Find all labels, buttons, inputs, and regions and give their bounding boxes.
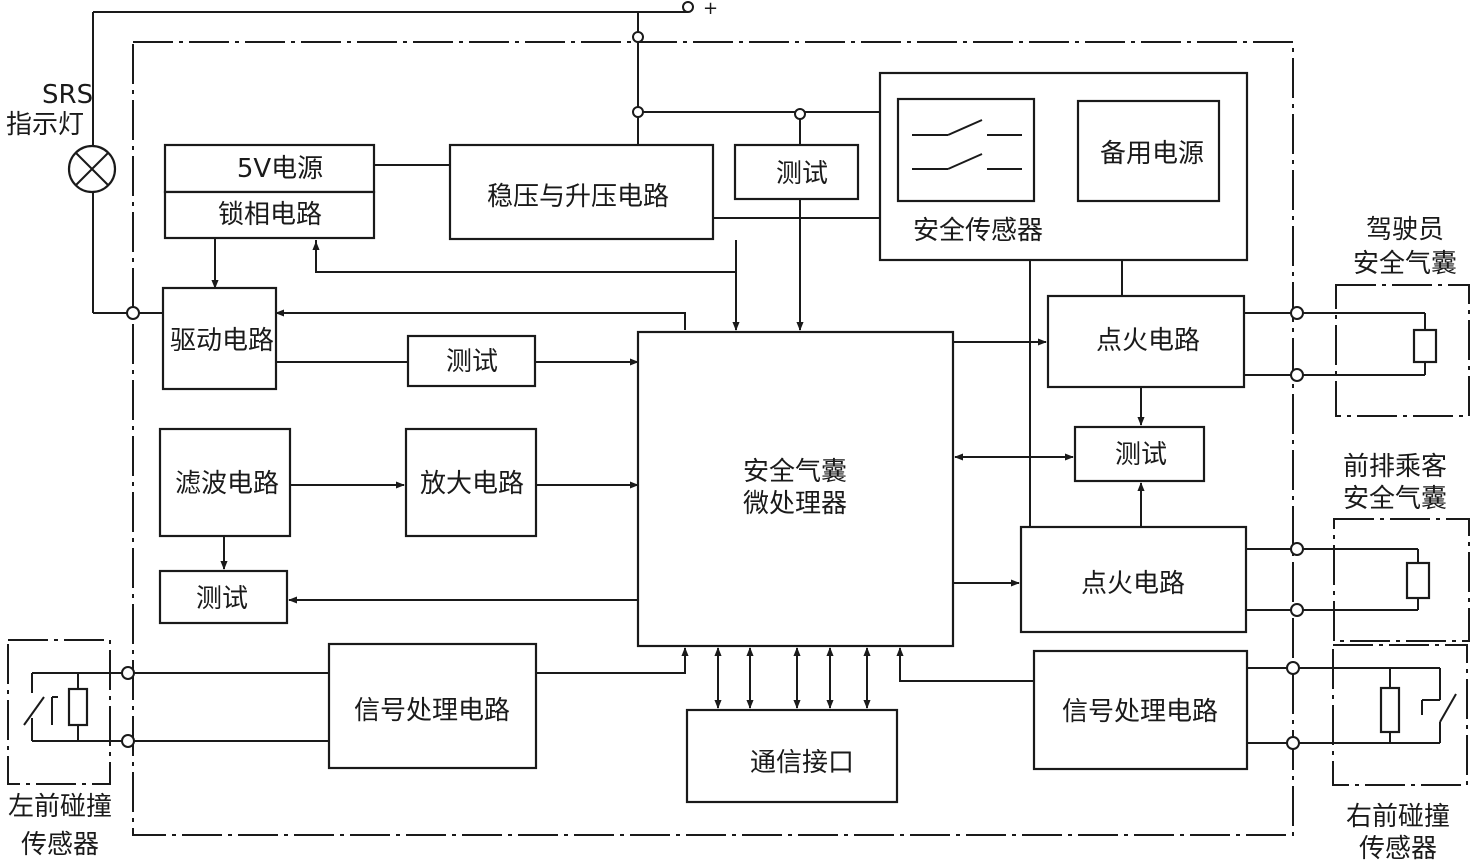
passenger-airbag-box <box>1333 518 1470 642</box>
junction-node <box>1290 603 1304 617</box>
comm-bus-arrows <box>714 647 871 709</box>
module-enclosure <box>132 41 1294 836</box>
ignition-lower-label: 点火电路 <box>1081 569 1185 599</box>
regulator-box <box>448 143 715 241</box>
signal-right-label: 信号处理电路 <box>1062 697 1218 727</box>
power-5v-label: 5V电源 <box>237 154 323 184</box>
test-ignition-box <box>1073 425 1206 483</box>
airbag-mcu-label-2: 微处理器 <box>743 489 847 519</box>
test-top-box <box>733 143 860 201</box>
airbag-mcu-label-1: 安全气囊 <box>743 457 847 487</box>
srs-lamp-label: 指示灯 <box>6 110 84 140</box>
ignition-upper-label: 点火电路 <box>1096 326 1200 356</box>
right-crash-sensor-icon <box>1299 667 1457 744</box>
ignition-lower-box <box>1019 525 1248 634</box>
junction-node <box>1286 736 1300 750</box>
plus-label: + <box>703 0 718 19</box>
driver-circuit-label: 驱动电路 <box>170 326 274 356</box>
safety-sensor-label: 安全传感器 <box>913 216 1043 246</box>
junction-node <box>121 734 135 748</box>
filter-circuit-box <box>158 427 292 538</box>
junction-node <box>126 306 140 320</box>
regulator-label: 稳压与升压电路 <box>487 182 669 212</box>
amplifier-circuit-box <box>404 427 538 538</box>
test-driver-label: 测试 <box>446 347 498 377</box>
signal-left-label: 信号处理电路 <box>354 696 510 726</box>
ignition-upper-box <box>1046 294 1246 389</box>
junction-node <box>1290 542 1304 556</box>
right-crash-sensor-label-1: 右前碰撞 <box>1346 802 1450 832</box>
passenger-airbag-squib-icon <box>1405 561 1431 600</box>
junction-node <box>1286 661 1300 675</box>
backup-power-label: 备用电源 <box>1100 139 1204 169</box>
left-crash-sensor-label-2: 传感器 <box>21 830 99 860</box>
comm-interface-label: 通信接口 <box>750 748 854 778</box>
test-top-label: 测试 <box>776 159 828 189</box>
srs-lamp-icon <box>67 144 117 194</box>
test-filter-label: 测试 <box>196 584 248 614</box>
junction-node <box>1290 306 1304 320</box>
plus-terminal-node <box>682 1 694 13</box>
junction-node <box>632 31 644 43</box>
signal-left-box <box>327 642 538 770</box>
safety-switch-box <box>896 97 1036 203</box>
passenger-airbag-label-2: 安全气囊 <box>1343 484 1447 514</box>
switch-contacts-icon <box>912 119 1022 170</box>
pll-label: 锁相电路 <box>218 200 322 230</box>
left-crash-sensor-label-1: 左前碰撞 <box>8 792 112 822</box>
left-crash-sensor-box <box>7 639 111 785</box>
driver-airbag-squib-icon <box>1412 328 1438 364</box>
driver-airbag-box <box>1335 284 1470 417</box>
srs-label: SRS <box>42 80 93 110</box>
filter-circuit-label: 滤波电路 <box>175 469 279 499</box>
driver-circuit-box <box>161 286 278 391</box>
signal-right-box <box>1032 649 1249 771</box>
test-ignition-label: 测试 <box>1115 440 1167 470</box>
junction-node <box>121 666 135 680</box>
comm-interface-box <box>685 708 899 804</box>
driver-airbag-label-2: 安全气囊 <box>1353 249 1457 279</box>
right-crash-sensor-label-2: 传感器 <box>1359 834 1437 864</box>
junction-node <box>632 106 644 118</box>
passenger-airbag-label-1: 前排乘客 <box>1343 452 1447 482</box>
pll-box <box>163 190 376 240</box>
airbag-mcu-box <box>636 330 955 648</box>
left-crash-sensor-icon <box>23 672 124 742</box>
backup-power-box <box>1076 99 1221 203</box>
amplifier-circuit-label: 放大电路 <box>420 469 524 499</box>
test-filter-box <box>158 569 289 625</box>
junction-node <box>1290 368 1304 382</box>
driver-airbag-label-1: 驾驶员 <box>1366 215 1444 245</box>
junction-node <box>794 108 806 120</box>
right-crash-sensor-box <box>1332 644 1468 786</box>
